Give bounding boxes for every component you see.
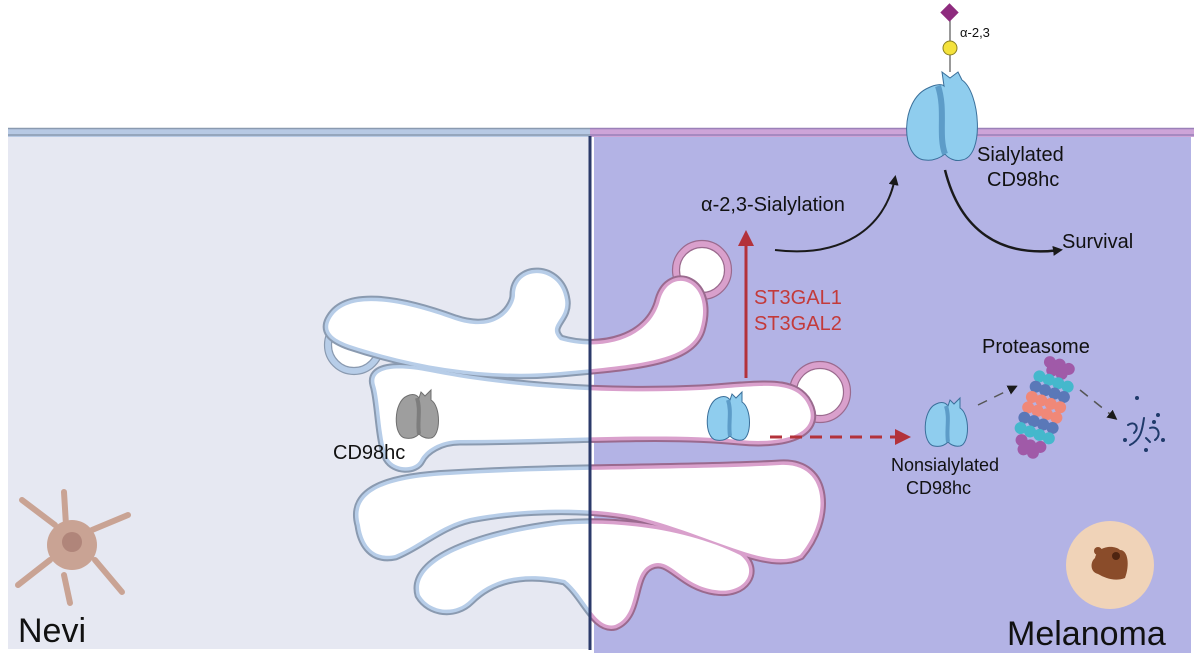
galactose-icon [942,40,958,56]
sialic-acid-icon [940,3,959,22]
enzyme-st3gal2: ST3GAL2 [754,313,842,335]
melanoma-panel-label: Melanoma [1007,615,1166,653]
glycan-linkage-label: α-2,3 [960,25,990,40]
nonsialylated-label-line2: CD98hc [906,478,971,498]
sialylated-label-line1: Sialylated [977,144,1064,166]
survival-label: Survival [1062,231,1133,253]
cd98hc-nevi-label: CD98hc [333,442,405,464]
cd98hc-protein-golgi-icon [706,390,750,441]
peptide-fragments-icon [1123,396,1165,452]
nonsialylated-cd98hc-icon [924,396,968,447]
melanoma-plasma-membrane [590,127,1194,137]
proteasome-label: Proteasome [982,336,1090,358]
sialylation-arrow [774,175,899,253]
nevi-plasma-membrane [8,127,590,137]
to-proteasome-arrow [977,385,1018,406]
nevi-panel-label: Nevi [18,612,86,650]
melanoma-mole-icon [1066,521,1154,609]
proteasome-icon [1014,356,1075,459]
cd98hc-protein-nevi-icon [395,388,439,439]
sialylated-label-line2: CD98hc [987,169,1059,191]
survival-arrow [943,169,1063,256]
nevus-cell-icon [15,489,131,606]
from-proteasome-arrow [1079,389,1118,420]
sialylated-cd98hc-icon [906,3,978,161]
nonsialylated-label-line1: Nonsialylated [891,455,999,475]
sialylation-label: α-2,3-Sialylation [701,194,845,216]
enzyme-st3gal1: ST3GAL1 [754,287,842,309]
